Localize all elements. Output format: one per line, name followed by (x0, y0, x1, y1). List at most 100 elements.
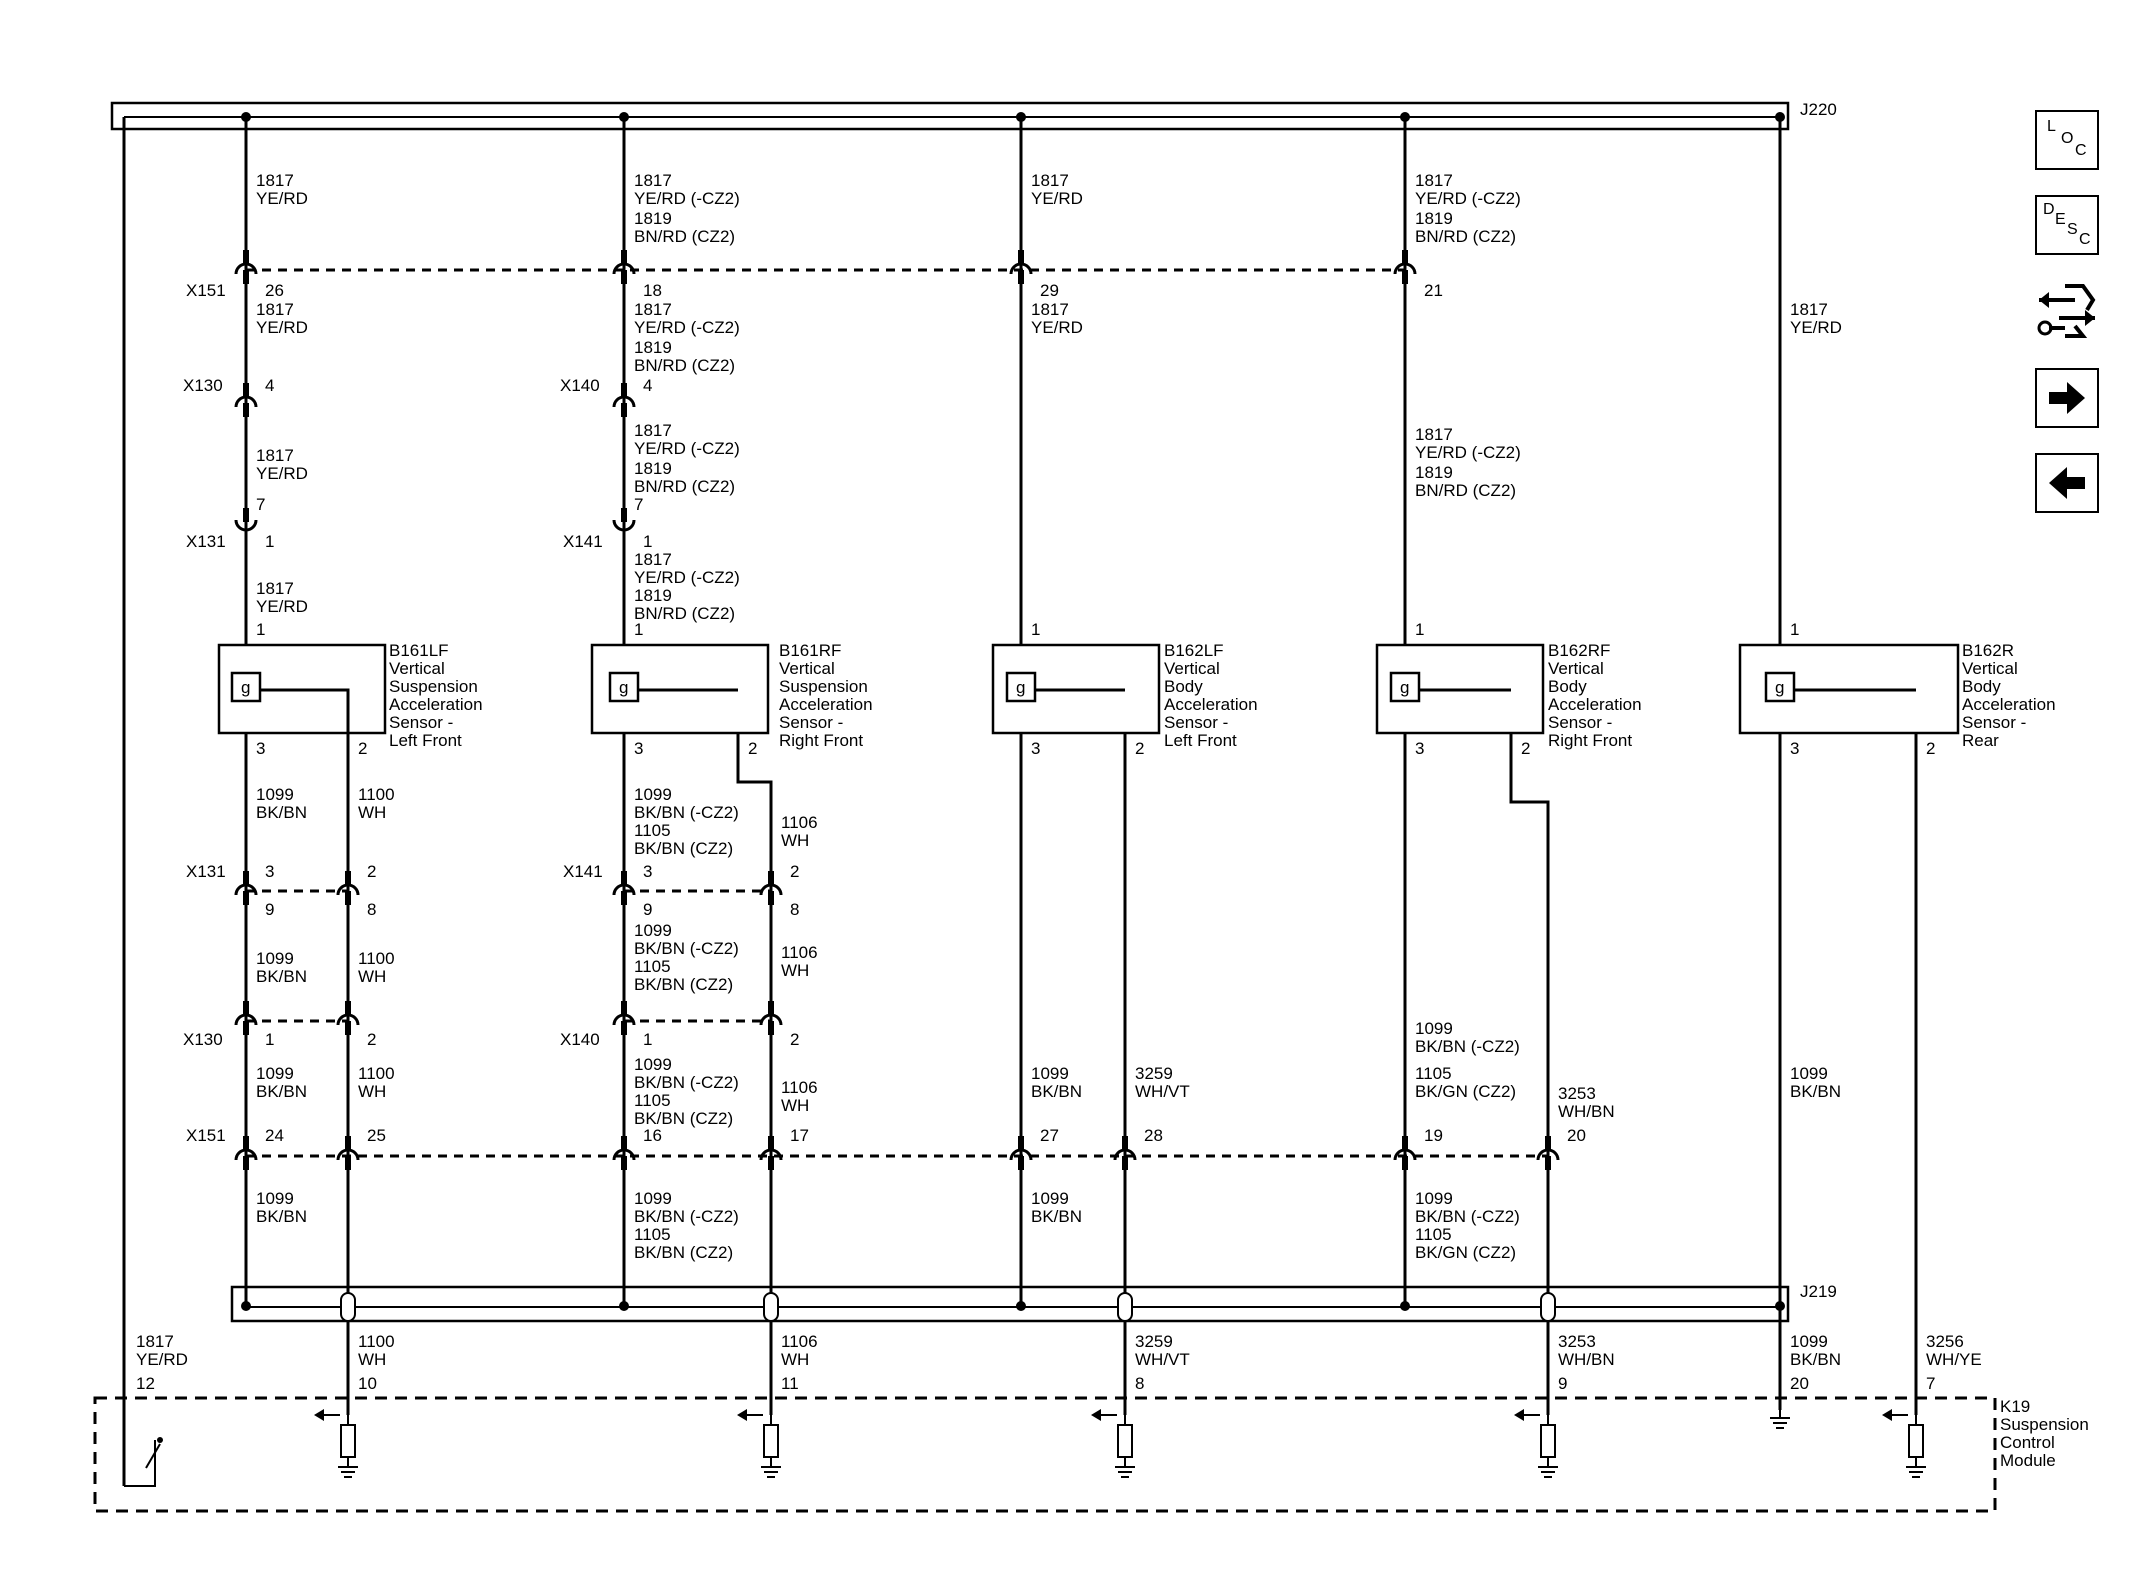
svg-text:WH/VT: WH/VT (1135, 1082, 1190, 1101)
svg-text:1817: 1817 (1031, 300, 1069, 319)
svg-text:YE/RD: YE/RD (1031, 189, 1083, 208)
svg-text:9: 9 (643, 900, 652, 919)
svg-text:1: 1 (265, 532, 274, 551)
svg-text:1099: 1099 (1031, 1189, 1069, 1208)
sensor-b161rf: g (590, 643, 770, 735)
svg-text:3: 3 (643, 862, 652, 881)
svg-text:X140: X140 (560, 376, 600, 395)
svg-text:X131: X131 (186, 862, 226, 881)
svg-text:YE/RD: YE/RD (256, 189, 308, 208)
svg-text:12: 12 (136, 1374, 155, 1393)
svg-text:BK/BN (CZ2): BK/BN (CZ2) (634, 975, 733, 994)
arrow-right-button[interactable] (2035, 368, 2099, 428)
svg-text:4: 4 (265, 376, 274, 395)
svg-text:YE/RD (-CZ2): YE/RD (-CZ2) (634, 318, 740, 337)
svg-text:Acceleration: Acceleration (779, 695, 873, 714)
svg-text:1819: 1819 (634, 209, 672, 228)
svg-text:X130: X130 (183, 1030, 223, 1049)
svg-text:Acceleration: Acceleration (389, 695, 483, 714)
svg-text:27: 27 (1040, 1126, 1059, 1145)
svg-text:1: 1 (643, 532, 652, 551)
arrow-left-button[interactable] (2035, 453, 2099, 513)
svg-text:Control: Control (2000, 1433, 2055, 1452)
svg-text:1100: 1100 (358, 949, 395, 968)
svg-text:Suspension: Suspension (389, 677, 478, 696)
svg-text:WH/VT: WH/VT (1135, 1350, 1190, 1369)
sensor-b162r: g (1738, 643, 1960, 735)
svg-text:BN/RD (CZ2): BN/RD (CZ2) (634, 227, 735, 246)
x151-bottom-connectors (234, 1134, 1560, 1172)
svg-text:YE/RD: YE/RD (1790, 318, 1842, 337)
svg-text:1106: 1106 (781, 813, 818, 832)
svg-text:g: g (619, 678, 628, 697)
svg-text:8: 8 (367, 900, 376, 919)
svg-text:17: 17 (790, 1126, 809, 1145)
k19-suspension-control-module: K19 Suspension Control Module (93, 1396, 2089, 1513)
svg-text:g: g (1775, 678, 1784, 697)
svg-text:2: 2 (1135, 739, 1144, 758)
desc-button[interactable]: D E S C (2035, 195, 2099, 255)
svg-text:1819: 1819 (1415, 463, 1453, 482)
svg-text:1099: 1099 (634, 1055, 672, 1074)
svg-text:3: 3 (265, 862, 274, 881)
svg-text:Acceleration: Acceleration (1548, 695, 1642, 714)
svg-text:1099: 1099 (256, 949, 294, 968)
harness-icon[interactable] (2035, 278, 2099, 342)
svg-text:BN/RD (CZ2): BN/RD (CZ2) (634, 356, 735, 375)
svg-text:1099: 1099 (1031, 1064, 1069, 1083)
svg-text:3259: 3259 (1135, 1332, 1173, 1351)
svg-text:BK/BN (-CZ2): BK/BN (-CZ2) (634, 803, 739, 822)
svg-text:B162RF: B162RF (1548, 641, 1610, 660)
svg-text:1100: 1100 (358, 785, 395, 804)
svg-text:YE/RD: YE/RD (256, 597, 308, 616)
svg-text:Sensor -: Sensor - (389, 713, 453, 732)
svg-text:X141: X141 (563, 532, 603, 551)
svg-text:1817: 1817 (256, 446, 294, 465)
svg-text:1: 1 (643, 1030, 652, 1049)
svg-text:1819: 1819 (634, 459, 672, 478)
svg-text:Sensor -: Sensor - (1548, 713, 1612, 732)
svg-text:1105: 1105 (634, 821, 671, 840)
connector-labels: X151 X130 X140 X131 X141 X131 X141 X130 … (183, 281, 603, 1145)
loc-button[interactable]: L O C (2035, 110, 2099, 170)
x130-x140-connectors (234, 999, 783, 1037)
sensor-b162rf: g (1375, 643, 1545, 735)
svg-text:g: g (241, 678, 250, 697)
svg-text:3: 3 (1790, 739, 1799, 758)
loc-letter-o: O (2061, 130, 2074, 147)
svg-text:WH: WH (781, 961, 809, 980)
svg-text:Vertical: Vertical (1962, 659, 2018, 678)
svg-text:BK/BN: BK/BN (256, 1082, 307, 1101)
svg-text:1817: 1817 (1415, 171, 1453, 190)
svg-text:1817: 1817 (1415, 425, 1453, 444)
svg-text:3259: 3259 (1135, 1064, 1173, 1083)
svg-text:X151: X151 (186, 281, 226, 300)
svg-text:BN/RD (CZ2): BN/RD (CZ2) (1415, 227, 1516, 246)
svg-text:WH: WH (358, 803, 386, 822)
svg-text:BK/BN (-CZ2): BK/BN (-CZ2) (634, 939, 739, 958)
svg-text:Vertical: Vertical (1164, 659, 1220, 678)
svg-text:9: 9 (1558, 1374, 1567, 1393)
sensor-b162lf: g (991, 643, 1161, 735)
svg-text:B162LF: B162LF (1164, 641, 1224, 660)
svg-text:WH/BN: WH/BN (1558, 1102, 1615, 1121)
svg-text:1817: 1817 (634, 421, 672, 440)
svg-text:2: 2 (748, 739, 757, 758)
svg-text:BK/BN: BK/BN (1031, 1082, 1082, 1101)
svg-text:2: 2 (358, 739, 367, 758)
svg-text:11: 11 (781, 1374, 799, 1393)
svg-text:BK/GN (CZ2): BK/GN (CZ2) (1415, 1243, 1516, 1262)
svg-text:YE/RD: YE/RD (136, 1350, 188, 1369)
svg-text:1105: 1105 (634, 957, 671, 976)
svg-text:1099: 1099 (256, 1064, 294, 1083)
svg-text:1819: 1819 (634, 338, 672, 357)
x131-x141-connectors (234, 869, 783, 907)
svg-text:1817: 1817 (256, 171, 294, 190)
svg-text:2: 2 (790, 1030, 799, 1049)
svg-text:2: 2 (1926, 739, 1935, 758)
svg-text:1099: 1099 (634, 921, 672, 940)
j219-splice-bar (230, 1285, 1790, 1323)
